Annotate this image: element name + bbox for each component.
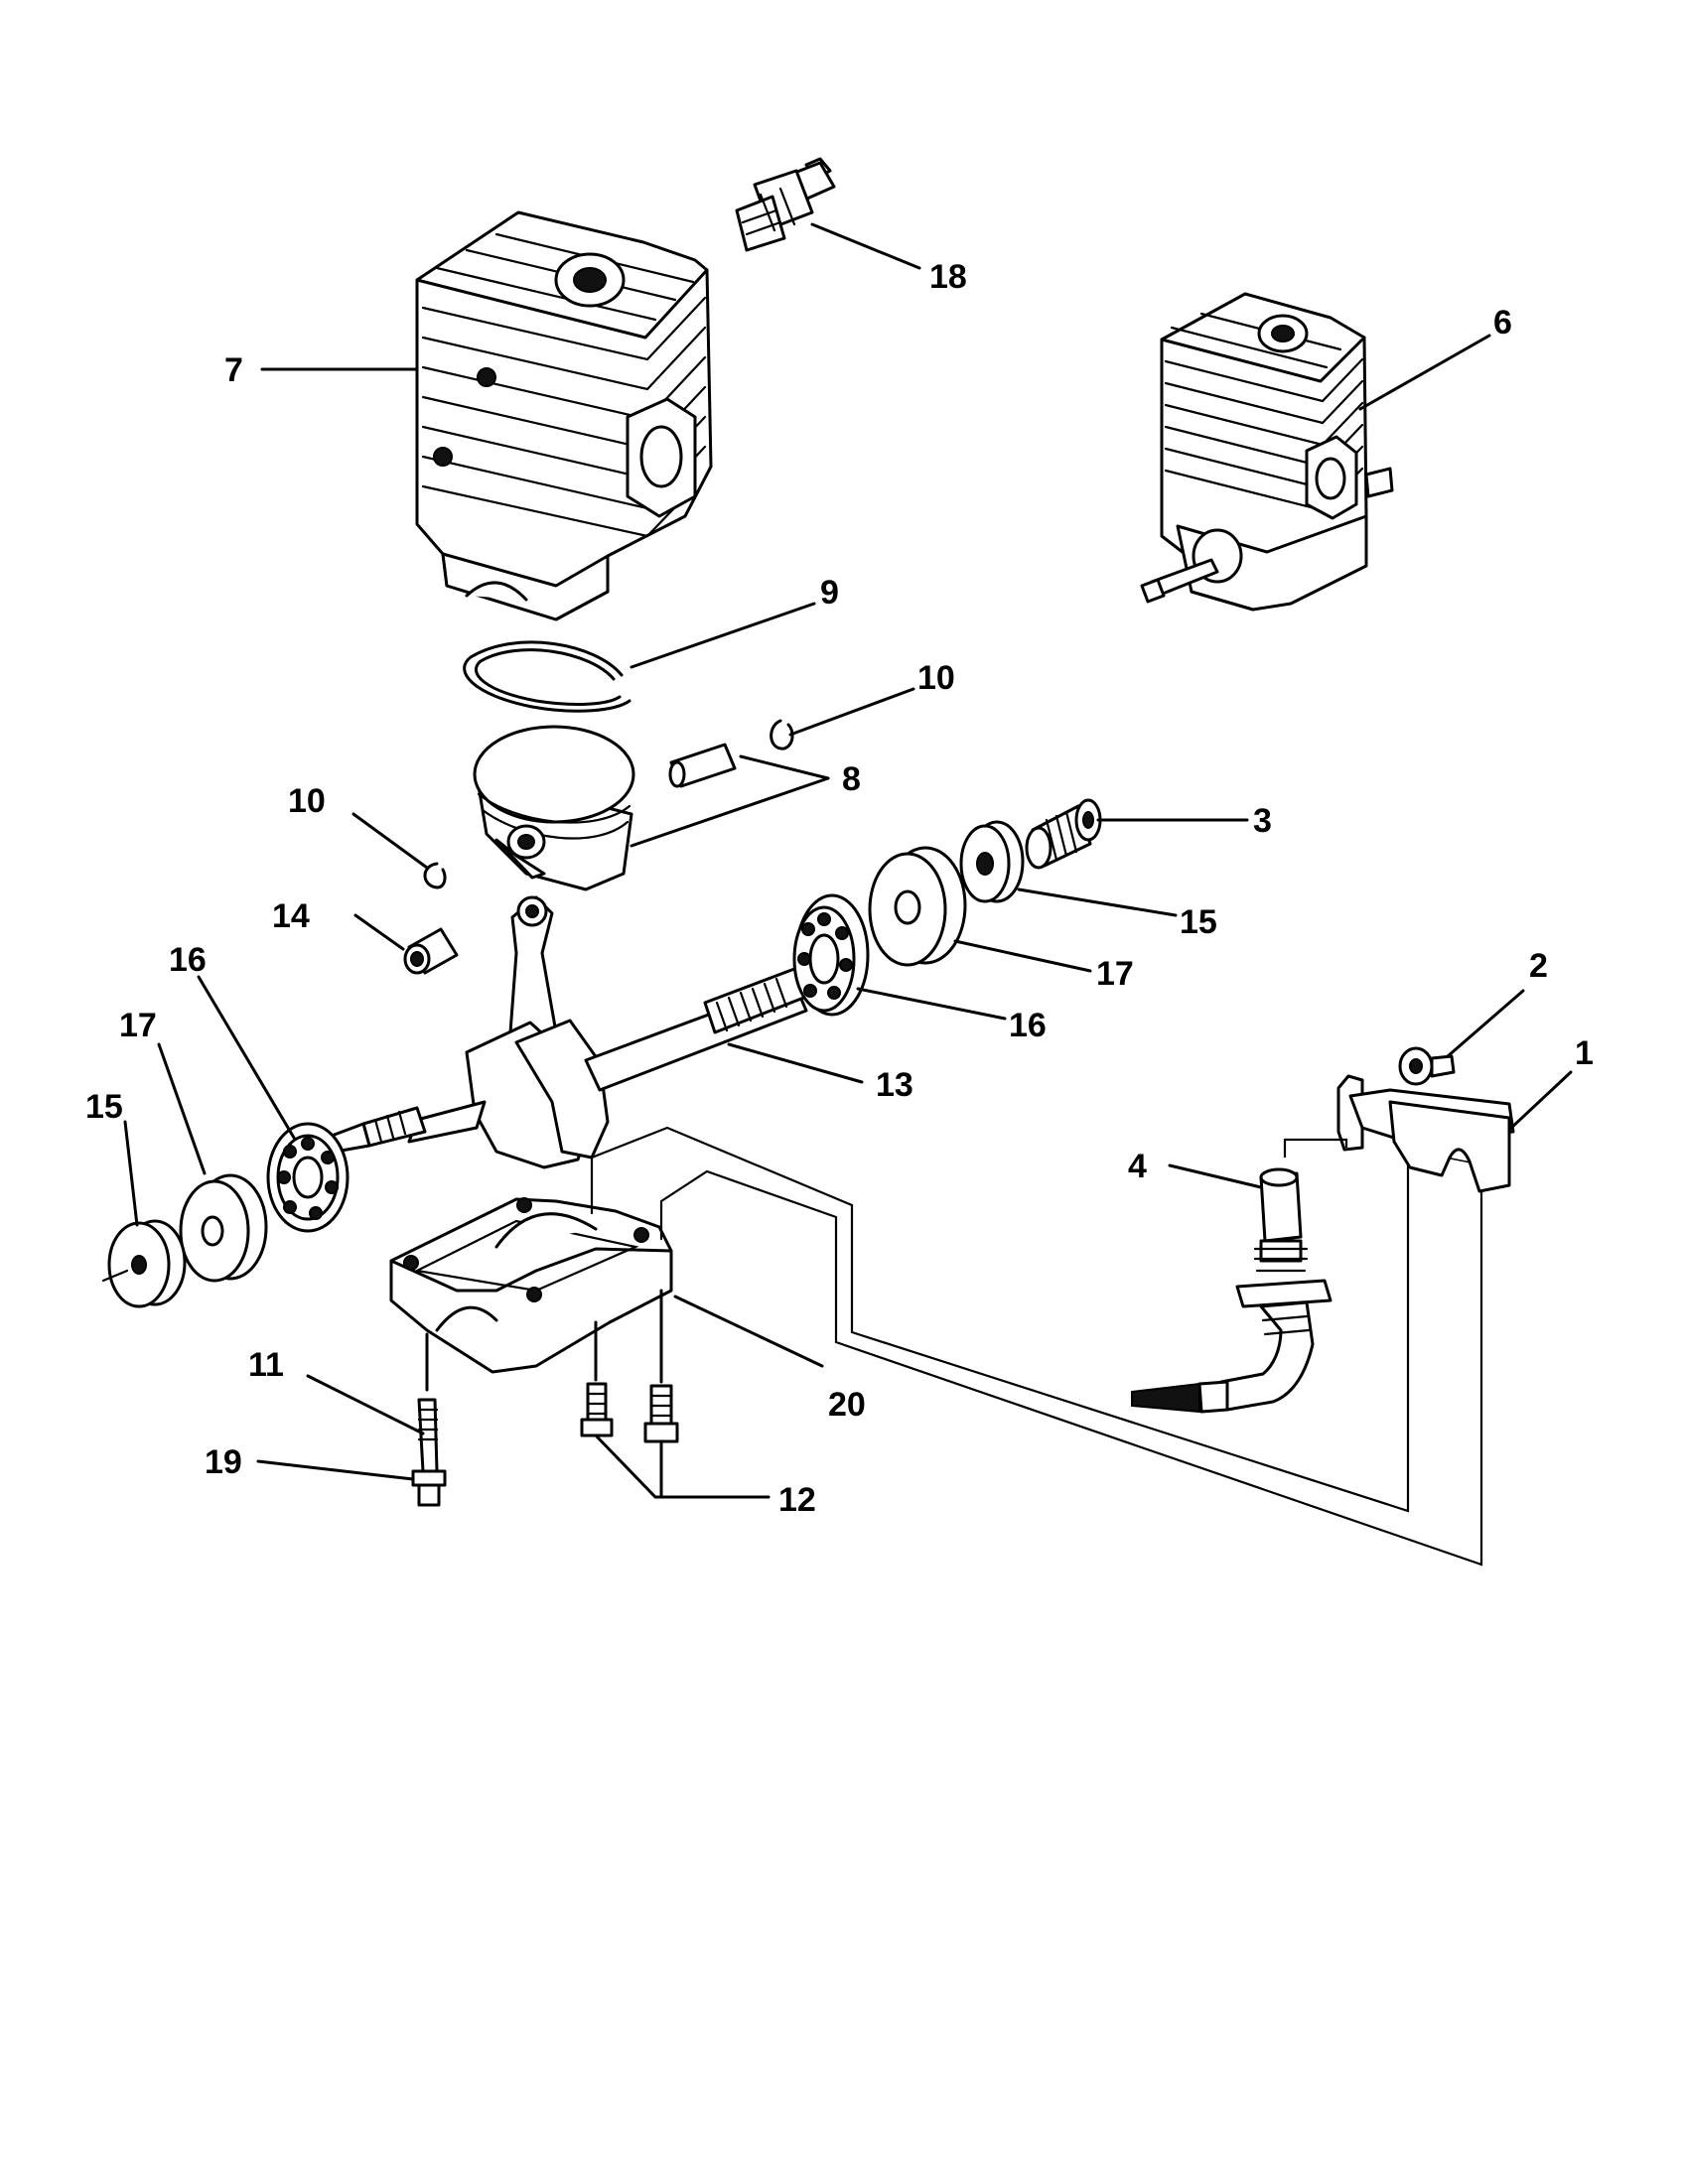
leader-lines (123, 222, 1573, 1499)
callout-9: 9 (820, 574, 839, 612)
callout-1: 1 (1575, 1034, 1594, 1072)
callout-10-left: 10 (288, 782, 326, 820)
callout-12: 12 (778, 1481, 816, 1519)
crankcase-icon (389, 1156, 673, 1374)
oil-pump-icon (1131, 1167, 1333, 1414)
callout-16-right: 16 (1009, 1007, 1047, 1044)
crankshaft-icon (296, 895, 818, 1169)
callout-2: 2 (1529, 947, 1548, 985)
bearing-icon (266, 1122, 350, 1233)
callout-3: 3 (1253, 802, 1272, 840)
piston-ring-icon (463, 640, 632, 713)
engine-assembly-icon (1140, 292, 1394, 612)
cylinder-icon (415, 210, 713, 621)
callout-20: 20 (828, 1386, 866, 1424)
spark-plug-icon (735, 157, 836, 252)
callout-8: 8 (842, 760, 861, 798)
callout-10-right: 10 (917, 659, 955, 697)
bearing-icon (792, 893, 870, 1017)
callout-labels: 1 2 3 4 6 7 8 9 10 10 11 12 13 14 15 15 … (85, 258, 1594, 1519)
screw-icon (411, 1332, 447, 1507)
bearing-icon (403, 927, 459, 975)
oil-seal-icon (868, 846, 967, 967)
callout-4: 4 (1128, 1148, 1147, 1185)
screw-icon (643, 1289, 679, 1443)
oil-seal-icon (101, 1219, 187, 1308)
screw-icon (1025, 798, 1102, 870)
callout-6: 6 (1493, 304, 1512, 341)
bracket-icon (1336, 1046, 1515, 1193)
callout-15-right: 15 (1180, 903, 1217, 941)
screw-icon (580, 1320, 614, 1437)
callout-17-left: 17 (119, 1007, 157, 1044)
callout-14: 14 (272, 897, 310, 935)
callout-15-left: 15 (85, 1088, 123, 1126)
callout-13: 13 (876, 1066, 913, 1104)
oil-seal-icon (959, 820, 1025, 903)
callout-16-left: 16 (169, 941, 207, 979)
assembly-route-lines (591, 1126, 1483, 1567)
callout-17-right: 17 (1096, 955, 1134, 993)
callout-11: 11 (248, 1346, 284, 1384)
callout-19: 19 (205, 1443, 242, 1481)
piston-icon (423, 719, 794, 891)
callout-7: 7 (224, 351, 243, 389)
oil-seal-icon (179, 1173, 268, 1283)
callout-18: 18 (929, 258, 967, 296)
